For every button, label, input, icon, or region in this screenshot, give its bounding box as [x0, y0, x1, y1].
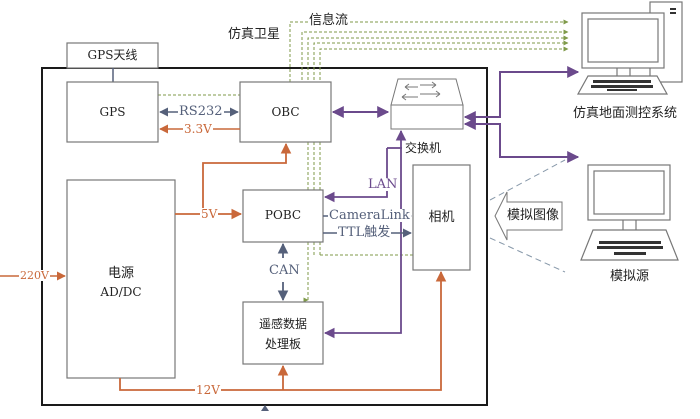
- gps-block: [66, 81, 159, 143]
- ground-computer-icon: [576, 1, 683, 95]
- pobc-label: POBC: [264, 208, 302, 222]
- rs-board-label-2: 处理板: [264, 337, 301, 351]
- v5-to-obc: [202, 142, 292, 214]
- info-flow-lines: [158, 19, 569, 300]
- power-label-1: 电源: [107, 266, 134, 281]
- sim-image-label: 模拟图像: [507, 208, 560, 223]
- projection-line-bottom: [489, 237, 566, 273]
- camera-label: 相机: [428, 210, 455, 225]
- switch-to-ground: [463, 66, 580, 123]
- cameralink-label: CameraLink: [328, 208, 411, 223]
- obc-block: [239, 81, 332, 143]
- switch-label: 交换机: [405, 141, 442, 155]
- sim-source-computer-icon: [580, 164, 679, 261]
- v33-label: 3.3V: [183, 122, 213, 136]
- pobc-block: [242, 189, 324, 243]
- camera-block: [412, 164, 471, 271]
- rs-board-label-1: 遥感数据: [258, 317, 307, 331]
- v220-label: 220V: [19, 269, 50, 282]
- gps-label: GPS: [99, 105, 126, 119]
- ground-system-label: 仿真地面测控系统: [573, 106, 678, 121]
- sim-image-arrow: [494, 191, 563, 241]
- v5-label: 5V: [200, 207, 219, 221]
- lan-label: LAN: [367, 177, 399, 192]
- rs-board-block: [242, 301, 324, 365]
- satellite-label: 仿真卫星: [228, 27, 281, 42]
- info-flow-label: 信息流: [308, 13, 350, 28]
- bottom-marker-icon: [261, 405, 269, 411]
- switch-to-rs-board: [323, 129, 407, 339]
- obc-label: OBC: [271, 105, 300, 119]
- can-label: CAN: [268, 263, 301, 278]
- power-block: [66, 179, 176, 379]
- ttl-label: TTL触发: [337, 225, 392, 240]
- projection-line-top: [489, 159, 566, 201]
- power-label-2: AD/DC: [100, 285, 142, 299]
- gps-antenna-label: GPS天线: [87, 48, 138, 62]
- switch-icon: [390, 78, 464, 130]
- rs232-label: RS232: [178, 104, 224, 119]
- switch-to-simsource: [463, 118, 580, 163]
- satellite-frame: [41, 67, 488, 406]
- v12-line: [119, 270, 447, 391]
- v12-label: 12V: [195, 383, 221, 397]
- sim-source-label: 模拟源: [610, 269, 650, 284]
